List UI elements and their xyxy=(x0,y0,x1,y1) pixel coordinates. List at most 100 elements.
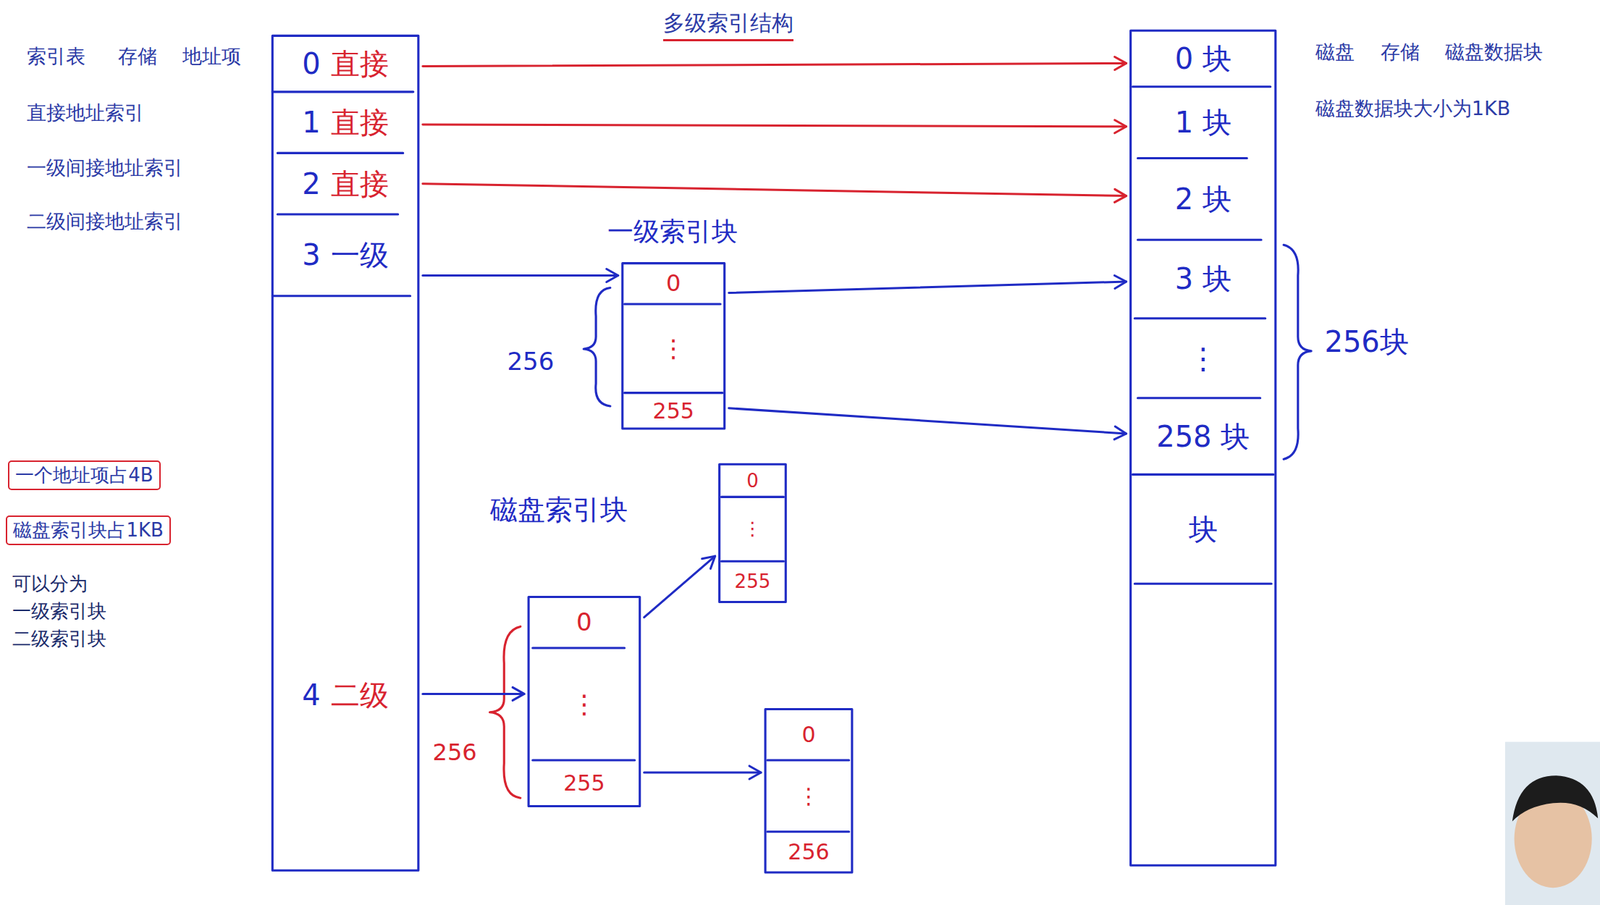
note-label: 二级索引块 xyxy=(12,627,107,651)
cell-text: 1 块 xyxy=(1175,106,1232,139)
index-block-rule xyxy=(624,304,723,394)
note-label: 一级索引块 xyxy=(12,600,107,623)
note-label: 索引表 xyxy=(26,44,86,69)
index-block-rule xyxy=(721,496,784,562)
cell-text: 2 块 xyxy=(1175,183,1232,216)
pointer-arrow xyxy=(422,62,1127,66)
cell-text: 3 块 xyxy=(1175,262,1232,295)
disk-column-rule xyxy=(1132,86,1274,584)
index-block-outline xyxy=(765,709,853,874)
cell-text: ⋮ xyxy=(797,760,820,832)
index-entry: 1 直接 xyxy=(272,91,419,154)
index-cell: 0 xyxy=(528,597,640,648)
webcam-frame xyxy=(1505,742,1600,905)
cell-text: ⋮ xyxy=(742,496,762,562)
cell-text: 直接 xyxy=(330,106,389,139)
note-label: 地址项 xyxy=(182,44,242,69)
diagram-title: 多级索引结构 xyxy=(663,10,794,42)
cell-text: 0 xyxy=(801,709,816,761)
note-label: 可以分为 xyxy=(12,572,88,596)
cell-text: 258 块 xyxy=(1156,420,1250,453)
cell-text: ⋮ xyxy=(660,335,686,362)
cell-text: 255 xyxy=(563,771,605,795)
pointer-arrow xyxy=(422,183,1127,197)
disk-block: 258 块 xyxy=(1130,398,1276,475)
cell-text: ⋮ xyxy=(571,689,598,719)
cell-text: 2 xyxy=(301,167,320,200)
cell-text: 255 xyxy=(734,561,772,602)
index-cell: 0 xyxy=(622,263,725,305)
pointer-arrow xyxy=(422,124,1127,127)
note-label: 存储 xyxy=(1380,40,1420,64)
cell-text: 1 xyxy=(301,106,320,139)
note-label: 磁盘索引块占1KB xyxy=(5,515,171,546)
note-label: 一级间接地址索引 xyxy=(26,156,184,180)
disk-block: 1 块 xyxy=(1130,86,1276,159)
cell-text: 二级 xyxy=(330,679,389,711)
index-table-rule xyxy=(272,91,414,297)
cell-text: ⋮ xyxy=(1188,342,1218,375)
index-entry: 0 直接 xyxy=(272,35,419,92)
count-label: 256 xyxy=(506,346,554,377)
cell-text: 256 xyxy=(787,831,829,873)
cell-text: 255 xyxy=(653,398,695,423)
brace xyxy=(583,287,611,406)
disk-block: 2 块 xyxy=(1130,157,1276,240)
note-label: 一个地址项占4B xyxy=(7,460,160,491)
disk-block: 3 块 xyxy=(1130,239,1276,319)
pointer-arrow xyxy=(729,408,1127,434)
cell-text: 直接 xyxy=(330,47,389,80)
cell-text: 0 xyxy=(576,608,593,636)
cell-text: 0 块 xyxy=(1175,42,1232,75)
cell-text: 0 xyxy=(666,270,681,297)
index-block: 一级索引块0⋮255 xyxy=(622,263,725,429)
index-entry: 3 一级 xyxy=(272,214,419,297)
index-entry: 2 直接 xyxy=(272,152,419,215)
pointer-arrow xyxy=(422,692,525,696)
pointer-arrow xyxy=(422,274,619,277)
note-label: 存储 xyxy=(118,44,158,69)
cell-text: 0 xyxy=(746,464,759,497)
pointer-arrow xyxy=(644,556,716,618)
note-label: 直接地址索引 xyxy=(26,101,145,125)
index-cell: 255 xyxy=(528,760,640,806)
index-cell: ⋮ xyxy=(622,304,725,394)
block-heading: 磁盘索引块 xyxy=(490,495,628,526)
brace xyxy=(490,626,521,798)
index-block-rule xyxy=(532,647,635,761)
webcam-hair xyxy=(1512,775,1598,821)
index-block-outline xyxy=(622,263,725,429)
index-block-outline xyxy=(528,597,640,807)
disk-column-outline xyxy=(1130,30,1276,866)
index-entry: 4 二级 xyxy=(272,658,419,732)
block-heading: 一级索引块 xyxy=(607,217,738,247)
note-label: 磁盘数据块 xyxy=(1445,40,1543,64)
count-label: 256块 xyxy=(1324,324,1409,360)
index-block-rule xyxy=(767,760,850,832)
note-label: 磁盘数据块大小为1KB xyxy=(1315,97,1511,121)
count-label: 256 xyxy=(432,738,478,766)
index-table-outline xyxy=(272,35,419,871)
index-block: 磁盘索引块0⋮255 xyxy=(528,597,640,807)
note-label: 磁盘 xyxy=(1315,40,1355,64)
index-block: 0⋮255 xyxy=(719,464,787,602)
pointer-arrow xyxy=(644,771,761,774)
cell-text: 0 xyxy=(301,47,320,80)
index-block-outline xyxy=(719,464,787,602)
cell-text: 直接 xyxy=(330,167,389,200)
note-label: 二级间接地址索引 xyxy=(26,209,184,234)
cell-text: 一级 xyxy=(330,238,389,271)
cell-text: 3 xyxy=(301,238,320,271)
cell-text: 4 xyxy=(301,679,320,711)
pointer-arrow xyxy=(729,281,1127,294)
disk-block: ⋮ xyxy=(1130,318,1276,399)
index-cell: 255 xyxy=(622,393,725,429)
disk-block: 块 xyxy=(1130,474,1276,584)
disk-block: 0 块 xyxy=(1130,30,1276,87)
cell-text: 块 xyxy=(1188,513,1218,546)
